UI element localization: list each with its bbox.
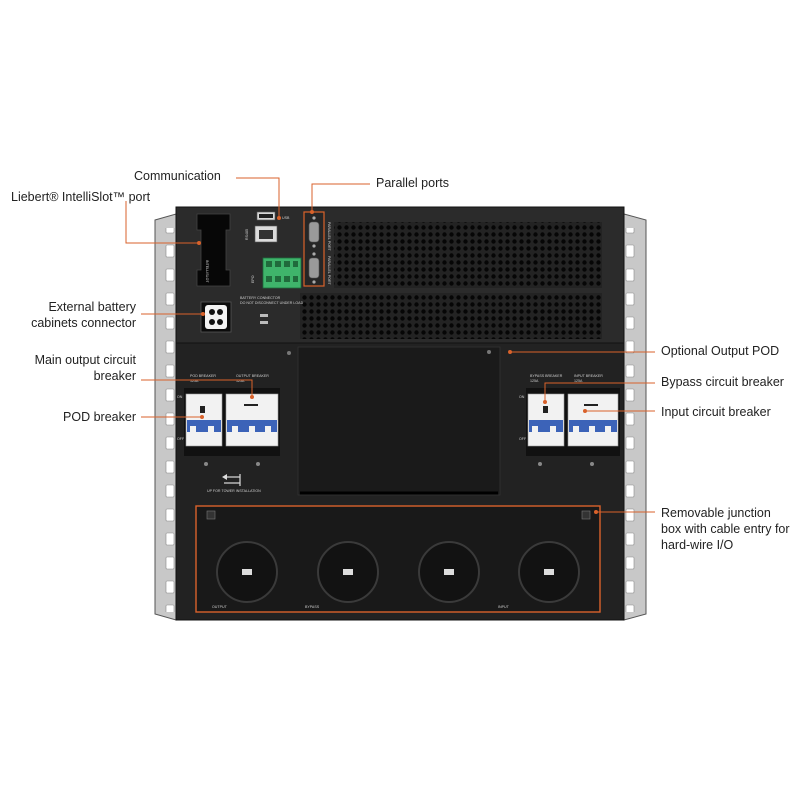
intellislot-port: INTELLISLOT: [196, 213, 231, 287]
junction-box-callout: Removable junction box with cable entry …: [661, 505, 790, 553]
parallel-port-1-label: PARALLEL PORT: [327, 222, 331, 251]
output-breaker-rating: 125A: [236, 379, 245, 383]
junction-box-callout-line2: box with cable entry for: [661, 522, 790, 536]
lower-vent-grille: [300, 293, 602, 339]
communication-ports: USB RS485: [245, 211, 290, 243]
external-battery-callout-line2: cabinets connector: [31, 316, 136, 330]
bypass-breaker-leader: [544, 382, 655, 402]
main-output-callout-line2: breaker: [93, 369, 136, 383]
main-output-leader: [141, 379, 253, 397]
main-output-callout: Main output circuit breaker: [16, 352, 136, 384]
junction-box-callout-line3: hard-wire I/O: [661, 538, 734, 552]
parallel-ports: PARALLEL PORT PARALLEL PORT: [303, 211, 331, 287]
on-label-left: ON: [177, 395, 183, 399]
bypass-terminal-label: BYPASS: [305, 605, 320, 609]
input-breaker-callout: Input circuit breaker: [661, 405, 771, 419]
left-breaker-group: POD BREAKER 125A OUTPUT BREAKER 125A ON …: [177, 374, 280, 466]
input-breaker-rating: 125A: [574, 379, 583, 383]
usb-label: USB: [282, 216, 290, 220]
intellislot-callout: Liebert® IntelliSlot™ port: [11, 190, 151, 204]
parallel-ports-leader: [311, 183, 370, 212]
right-mounting-rail: [623, 213, 647, 621]
right-breaker-group: BYPASS BREAKER 125A INPUT BREAKER 125A O…: [519, 374, 620, 466]
leader-lines: [125, 177, 655, 513]
off-label-left: OFF: [177, 437, 185, 441]
parallel-ports-callout: Parallel ports: [376, 176, 449, 190]
pod-breaker-rating: 125A: [190, 379, 199, 383]
junction-box-callout-line1: Removable junction: [661, 506, 771, 520]
off-label-right: OFF: [519, 437, 527, 441]
pod-breaker-callout: POD breaker: [63, 410, 136, 424]
epo-label: EPO: [251, 275, 255, 283]
input-terminal-label: INPUT: [498, 605, 510, 609]
junction-box: OUTPUT BYPASS INPUT: [195, 505, 601, 613]
optional-output-pod-bay: [297, 346, 501, 496]
parallel-port-2: [308, 257, 320, 279]
on-label-right: ON: [519, 395, 525, 399]
tower-installation-mark: UP FOR TOWER INSTALLATION: [207, 474, 261, 493]
parallel-port-1: [308, 221, 320, 243]
bypass-breaker-rating: 125A: [530, 379, 539, 383]
optional-output-pod-callout: Optional Output POD: [661, 344, 780, 358]
input-breaker-device-label: INPUT BREAKER: [574, 374, 603, 378]
rs485-label: RS485: [245, 229, 249, 240]
output-terminal-label: OUTPUT: [212, 605, 228, 609]
external-battery-callout-line1: External battery: [48, 300, 136, 314]
tower-installation-label: UP FOR TOWER INSTALLATION: [207, 489, 261, 493]
bypass-breaker-callout: Bypass circuit breaker: [661, 375, 784, 389]
battery-warning-label: DO NOT DISCONNECT UNDER LOAD: [240, 301, 304, 305]
communication-leader: [236, 177, 280, 218]
parallel-port-2-label: PARALLEL PORT: [327, 256, 331, 285]
battery-connector-label: BATTERY CONNECTOR: [240, 296, 281, 300]
pod-breaker-device-label: POD BREAKER: [190, 374, 216, 378]
intellislot-leader: [125, 201, 199, 244]
bypass-breaker-device-label: BYPASS BREAKER: [530, 374, 563, 378]
top-vent-grille: [334, 222, 602, 288]
communication-callout: Communication: [134, 169, 221, 183]
battery-connector: BATTERY CONNECTOR DO NOT DISCONNECT UNDE…: [200, 296, 304, 333]
epo-terminal-block: EPO: [251, 257, 302, 289]
external-battery-callout: External battery cabinets connector: [20, 299, 136, 331]
output-breaker-device-label: OUTPUT BREAKER: [236, 374, 269, 378]
main-output-callout-line1: Main output circuit: [34, 353, 136, 367]
upper-module: [175, 206, 625, 344]
intellislot-device-label: INTELLISLOT: [205, 260, 209, 283]
